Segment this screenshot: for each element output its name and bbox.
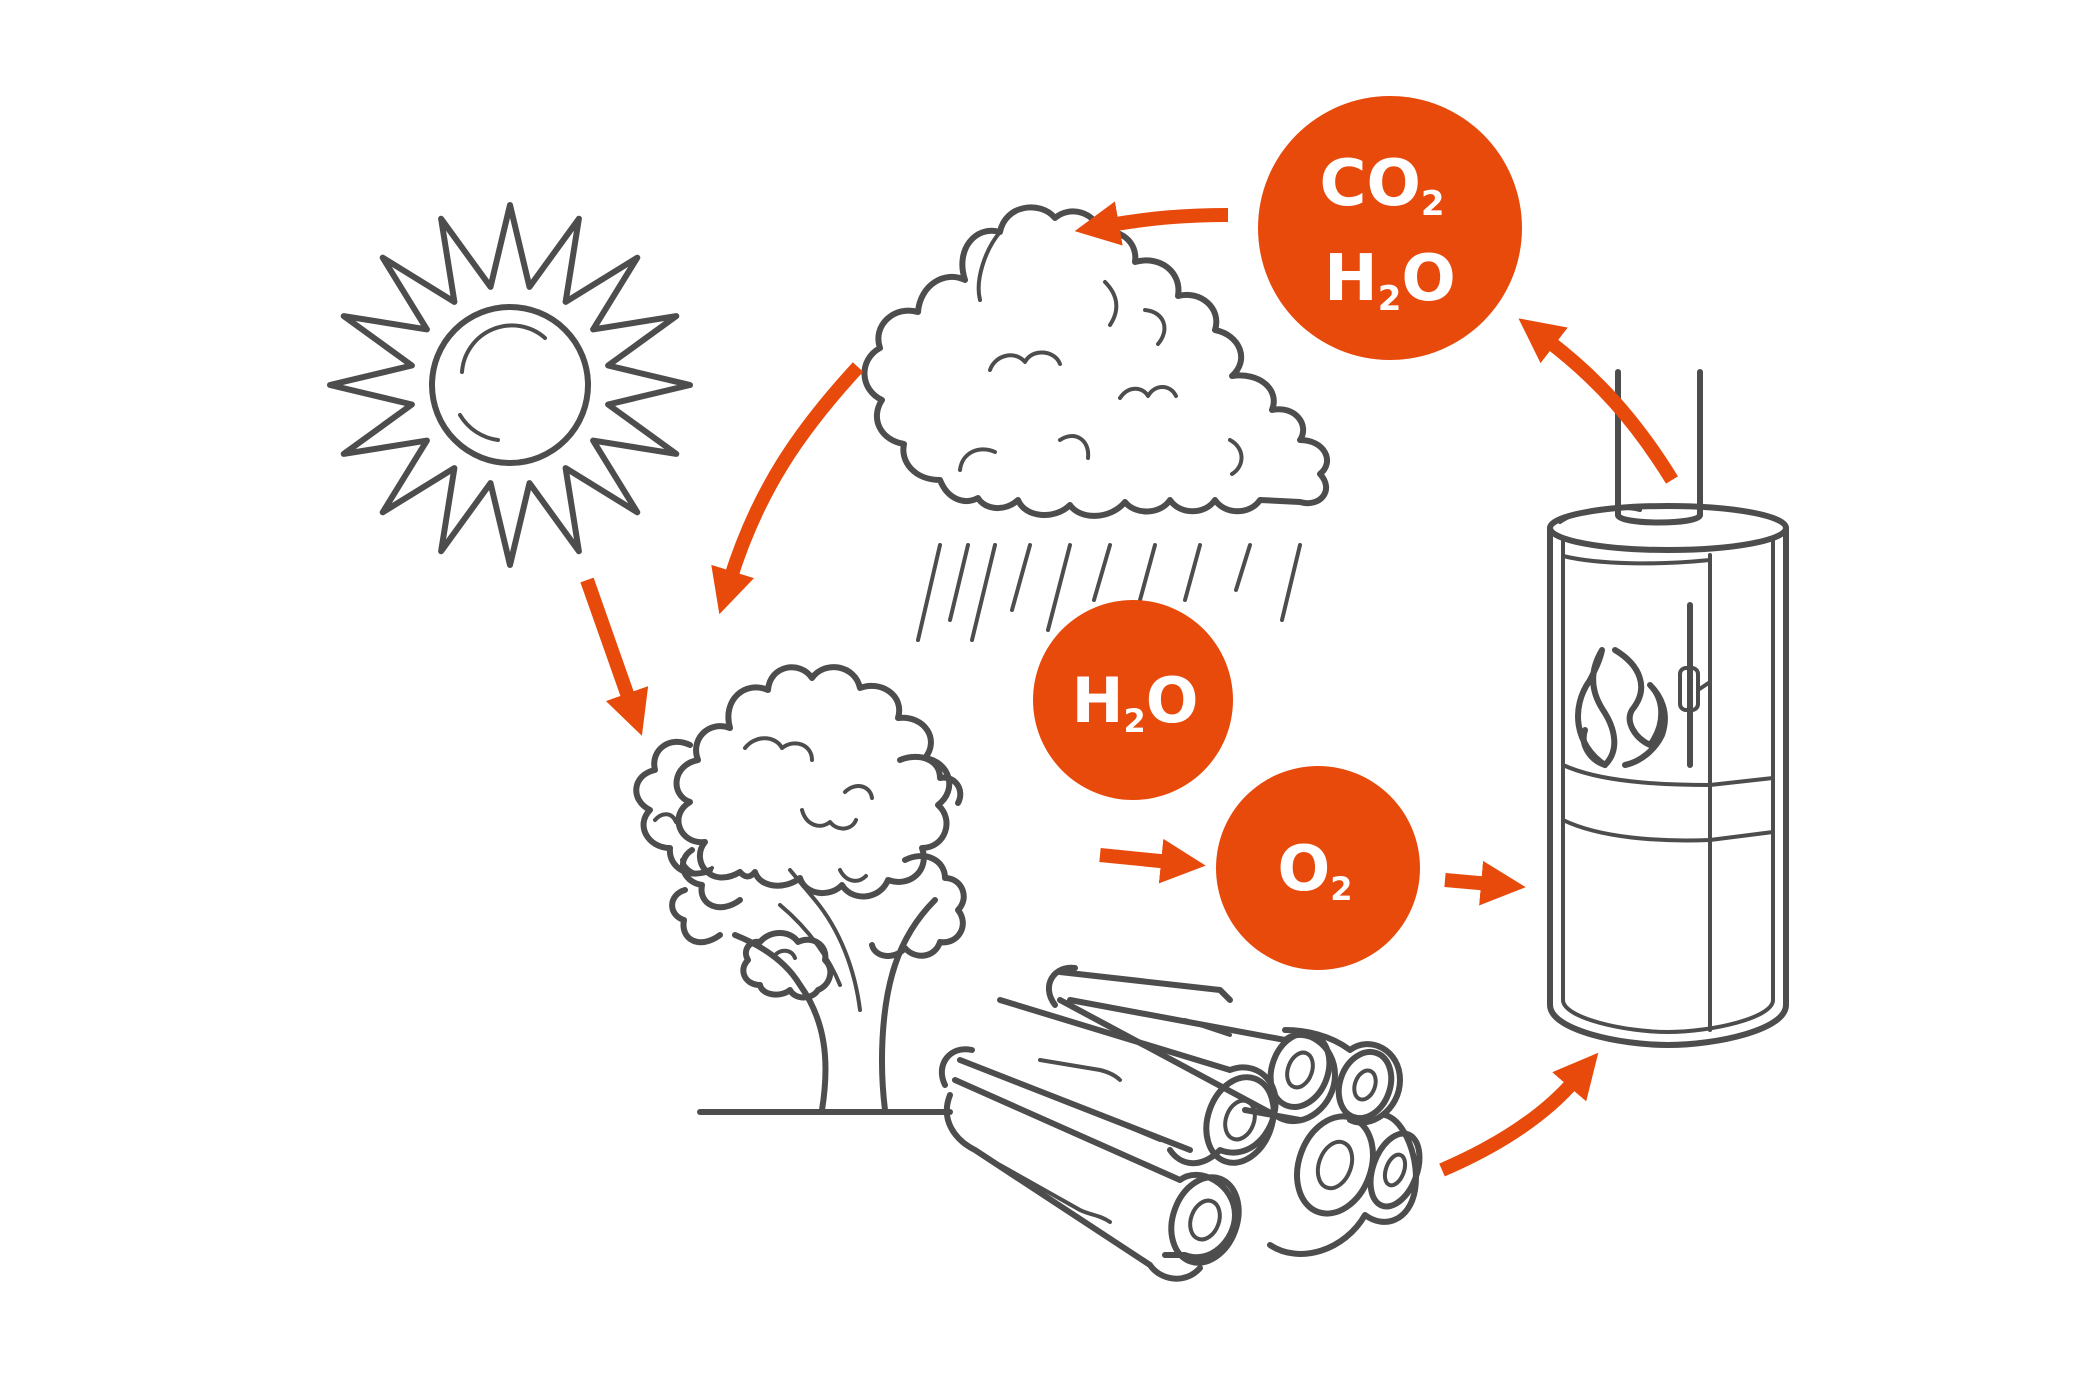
cloud-icon <box>861 204 1331 519</box>
arrow-badge-to-cloud <box>1074 201 1229 246</box>
sun-icon <box>327 202 693 568</box>
arrow-o2-to-stove <box>1444 860 1526 906</box>
badge-co2-h2o: CO2 H2O <box>1258 96 1522 360</box>
arrow-tree-to-o2 <box>1099 838 1206 884</box>
badge-top-line1: CO2 <box>1319 147 1444 224</box>
arrow-sun-to-tree <box>580 577 649 736</box>
tree-icon <box>633 664 967 1115</box>
firewood-logs-icon <box>938 964 1423 1282</box>
badge-h2o: H2O <box>1033 600 1233 800</box>
wood-stove-icon <box>1547 369 1789 1048</box>
arrow-stove-to-badge <box>1518 318 1678 484</box>
arrow-cloud-to-tree <box>711 362 864 615</box>
arrow-logs-to-stove <box>1439 1052 1599 1177</box>
badge-middle-label: H2O <box>1072 664 1199 740</box>
badge-o2: O2 <box>1216 766 1420 970</box>
cycle-arrows <box>580 201 1678 1177</box>
rain-icon <box>916 543 1302 642</box>
badge-lower-label: O2 <box>1278 832 1353 908</box>
badge-top-line2: H2O <box>1324 242 1456 319</box>
